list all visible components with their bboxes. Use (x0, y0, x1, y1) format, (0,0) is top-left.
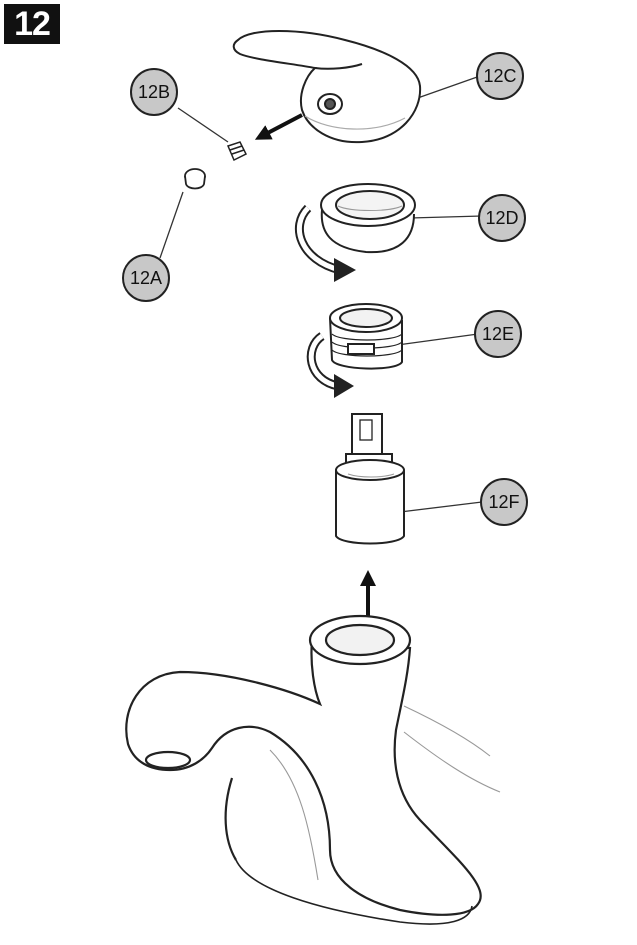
faucet-body (125, 614, 501, 925)
cartridge-part (335, 413, 405, 545)
screw-insert-arrow (254, 113, 303, 140)
label-12c: 12C (476, 52, 524, 100)
rotate-arrow-d (295, 204, 356, 282)
handle-part (232, 30, 422, 144)
button-cap-part (184, 168, 206, 190)
label-12f: 12F (480, 478, 528, 526)
leader-lines (159, 75, 483, 513)
locknut-part (329, 303, 403, 370)
label-12b: 12B (130, 68, 178, 116)
label-12d: 12D (478, 194, 526, 242)
label-12a: 12A (122, 254, 170, 302)
label-12e: 12E (474, 310, 522, 358)
step-number: 12 (4, 4, 60, 44)
rotate-arrow-e (306, 332, 354, 398)
bonnet-cap-part (320, 183, 416, 254)
set-screw-part (226, 141, 248, 162)
